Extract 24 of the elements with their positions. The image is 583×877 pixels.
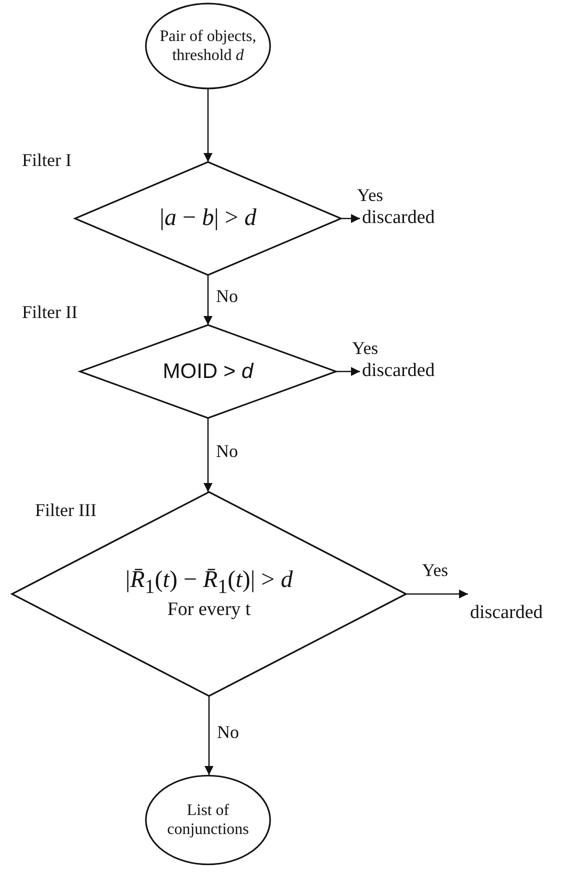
terminal-ellipse — [145, 775, 271, 865]
arrow — [341, 214, 360, 223]
node-text: |a − b| > d — [160, 204, 256, 233]
arrow — [204, 418, 212, 492]
arrow — [204, 89, 212, 162]
node-text: |R̄$_{1}$(t) − R̄$_{1}$(t)| > d — [125, 566, 293, 599]
arrow — [204, 275, 212, 325]
outcome-text: discarded — [362, 206, 435, 230]
node-text: MOID > d — [162, 358, 254, 384]
arrow — [406, 590, 468, 598]
filter-label: Filter II — [22, 302, 78, 323]
filter-label: Filter I — [22, 150, 72, 171]
decision-diamond — [12, 492, 406, 696]
arrow — [336, 367, 360, 376]
node-text: Pair of objects, threshold d — [158, 26, 258, 66]
node-subtext: For every t — [167, 599, 251, 622]
outcome-text: discarded — [362, 359, 435, 383]
terminal-ellipse — [145, 3, 271, 89]
filter-label: Filter III — [35, 500, 96, 521]
decision-diamond — [75, 162, 341, 275]
arrow — [204, 696, 214, 775]
outcome-text: discarded — [470, 601, 543, 625]
node-text: List of conjunctions — [166, 800, 250, 840]
decision-diamond — [80, 325, 336, 418]
